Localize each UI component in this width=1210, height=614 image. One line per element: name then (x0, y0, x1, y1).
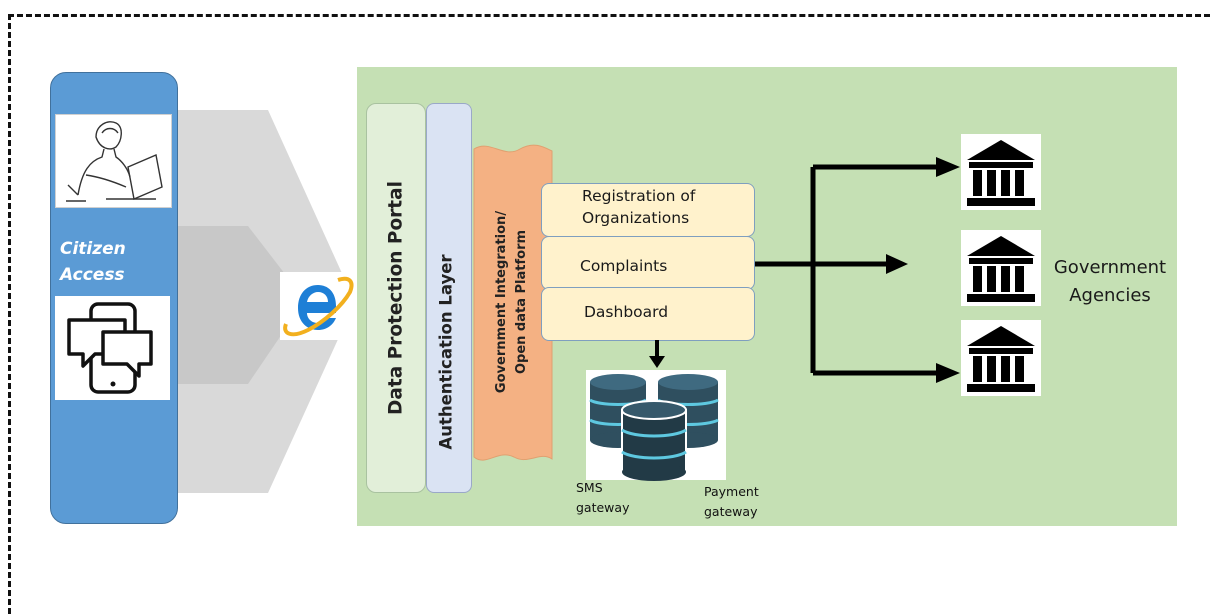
chat-device-icon (55, 296, 170, 400)
module-registration-line2: Organizations (582, 209, 690, 227)
data-protection-bar: Data Protection Portal (366, 103, 426, 493)
module-registration: Registration of Organizations (541, 183, 755, 237)
agency-arrows (755, 157, 960, 383)
agencies-label-line2: Agencies (1069, 285, 1151, 306)
government-building-icon (961, 230, 1041, 306)
agencies-label-line1: Government (1053, 257, 1167, 278)
module-registration-line1: Registration of (582, 187, 696, 205)
module-complaints-label: Complaints (580, 257, 668, 275)
payment-gateway-line1: Payment (704, 484, 759, 499)
sms-gateway-label: SMS gateway (576, 478, 629, 518)
module-dashboard-label: Dashboard (584, 303, 669, 321)
authentication-bar: Authentication Layer (426, 103, 472, 493)
government-building-icon (961, 320, 1041, 396)
arrow-to-database (649, 340, 665, 368)
citizen-label-line1: Citizen (60, 239, 126, 259)
sms-gateway-line1: SMS (576, 480, 603, 495)
person-laptop-icon (55, 114, 172, 208)
citizen-access-label: Citizen Access (60, 236, 170, 288)
flow-chevron (175, 110, 355, 493)
integration-banner (473, 144, 553, 461)
dashed-frame (8, 14, 1210, 614)
citizen-label-line2: Access (60, 265, 125, 285)
internet-explorer-icon (280, 272, 356, 340)
payment-gateway-label: Payment gateway (704, 482, 759, 522)
government-agencies-label: Government Agencies (1040, 254, 1180, 310)
module-complaints: Complaints (541, 236, 755, 290)
government-building-icon (961, 134, 1041, 210)
module-dashboard: Dashboard (541, 287, 755, 341)
payment-gateway-line2: gateway (704, 504, 758, 519)
sms-gateway-line2: gateway (576, 500, 630, 515)
database-icon (586, 370, 726, 481)
